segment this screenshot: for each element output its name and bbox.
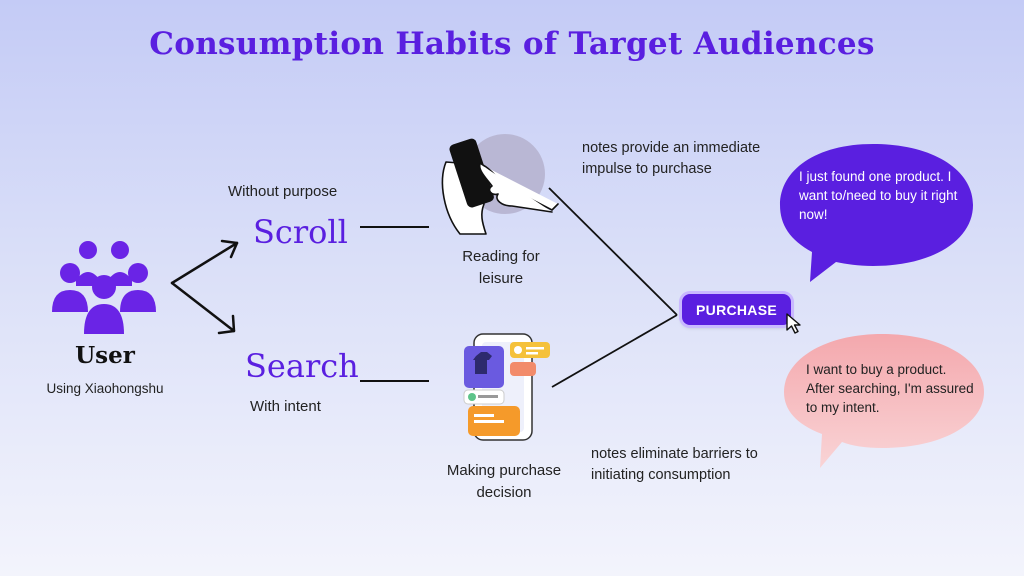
scroll-to-purchase-line	[548, 187, 678, 316]
cursor-icon	[786, 313, 801, 334]
scroll-activity: Reading for leisure	[462, 248, 540, 287]
purchase-button[interactable]: PURCHASE	[682, 294, 791, 325]
search-label: Search	[245, 347, 359, 385]
arrow-to-search	[170, 281, 236, 335]
bubble-bottom-text: I want to buy a product. After searching…	[806, 362, 974, 415]
search-activity: Making purchase decision	[446, 462, 562, 501]
users-group-icon	[52, 241, 156, 334]
speech-bubble-top	[780, 144, 973, 282]
hand-phone-icon	[441, 134, 559, 235]
user-sublabel: Using Xiaohongshu	[46, 381, 164, 396]
page-title: Consumption Habits of Target Audiences	[149, 26, 875, 62]
arrow-to-scroll	[170, 239, 239, 285]
search-to-purchase-line	[551, 314, 678, 388]
user-label: User	[75, 342, 135, 369]
shopping-app-icon	[463, 333, 550, 441]
bubble-top-text: I just found one product. I want to/need…	[799, 169, 958, 222]
search-caption: With intent	[250, 398, 321, 415]
scroll-label: Scroll	[253, 213, 348, 251]
scroll-caption: Without purpose	[228, 183, 338, 200]
notes-top: notes provide an immediate impulse to pu…	[582, 140, 761, 177]
speech-bubble-bottom	[784, 334, 984, 468]
notes-bottom: notes eliminate barriers to initiating c…	[591, 446, 758, 483]
